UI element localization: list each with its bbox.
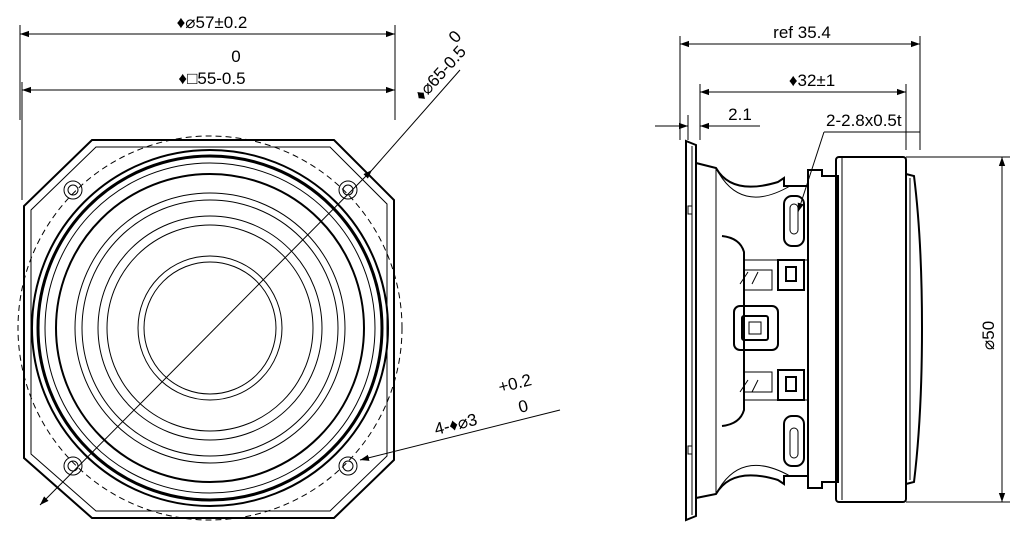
- dim-tolerance-zero: 0: [231, 47, 240, 66]
- side-view: ref 35.4 ♦32±1 2.1: [655, 23, 1010, 522]
- mounting-circle: [17, 135, 403, 521]
- basket-frame-inner: [30, 146, 388, 512]
- cone-rings: [31, 149, 389, 507]
- terminals: [739, 195, 805, 467]
- dim-flange-label: 2.1: [728, 105, 752, 124]
- dim-diagonal-line: [39, 69, 461, 506]
- dim-depth-label: ♦32±1: [789, 71, 835, 90]
- dim-magnet-line: [906, 156, 1010, 503]
- front-view: ♦⌀57±0.2 0 ♦□55-0.5: [17, 13, 561, 521]
- basket-frame: [23, 139, 395, 519]
- side-basket: [695, 162, 809, 499]
- hole-callout-label: 4-♦⌀3: [432, 410, 479, 439]
- dim-square-line: [21, 82, 395, 200]
- hole-tol-plus: +0.2: [496, 370, 533, 397]
- dim-ref-line: [679, 36, 921, 150]
- dust-cap: [137, 255, 283, 401]
- hole-tol-zero: 0: [516, 396, 530, 417]
- dim-magnet-label: ⌀50: [979, 321, 998, 350]
- dim-diagonal-label: ♦⌀65-0.5: [411, 42, 470, 105]
- magnet: [807, 156, 924, 503]
- dim-flange-line: [655, 115, 760, 140]
- side-flange: [685, 139, 697, 522]
- dim-square-label: ♦□55-0.5: [178, 69, 245, 88]
- hole-callout-leader: [359, 409, 561, 461]
- dim-outer-diameter-line: [19, 25, 396, 120]
- center-terminal-block: [733, 305, 779, 351]
- dim-outer-diameter-label: ♦⌀57±0.2: [177, 13, 248, 32]
- dim-depth-line: [699, 84, 907, 150]
- terminal-callout-label: 2-2.8x0.5t: [826, 111, 902, 130]
- terminal-callout-leader: [797, 131, 920, 213]
- dim-ref-label: ref 35.4: [773, 23, 831, 42]
